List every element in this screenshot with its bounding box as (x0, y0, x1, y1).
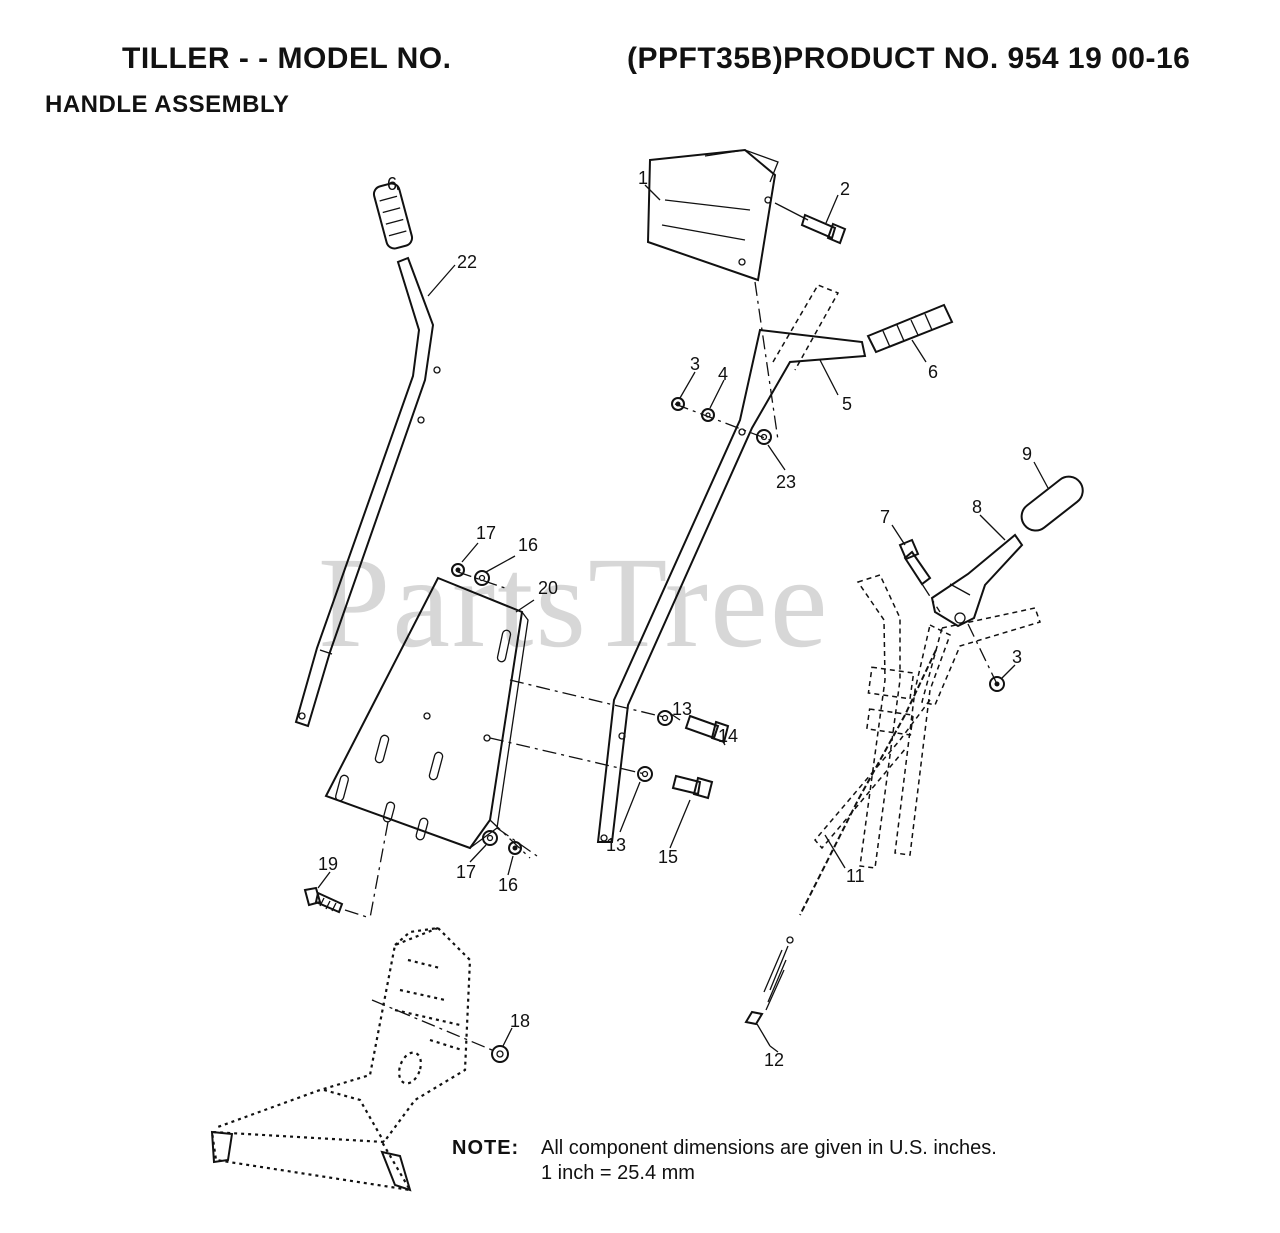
control-handle-11 (814, 574, 1041, 869)
hardware-3-4-23 (671, 281, 779, 445)
bolt-19 (303, 886, 344, 914)
lever-8 (930, 533, 1024, 628)
callouts: 6 22 1 2 3 4 5 6 23 9 8 7 3 11 12 13 14 … (318, 168, 1032, 1070)
callout-15: 15 (658, 847, 678, 867)
callout-9: 9 (1022, 444, 1032, 464)
callout-13-top: 13 (672, 699, 692, 719)
note-line-1: All component dimensions are given in U.… (541, 1137, 997, 1159)
bolt-2 (774, 202, 847, 245)
nut-18 (371, 999, 509, 1063)
leader-lines (317, 184, 1049, 1053)
callout-17-top: 17 (476, 523, 496, 543)
left-handle-tube (294, 256, 435, 728)
handle-panel (324, 571, 669, 919)
callout-6-right: 6 (928, 362, 938, 382)
tine-shield-base (210, 926, 472, 1192)
note-line-2: 1 inch = 25.4 mm (541, 1162, 695, 1184)
callout-1: 1 (638, 168, 648, 188)
right-grip (866, 303, 954, 354)
nut-3-right (967, 623, 1005, 692)
callout-6-left: 6 (387, 174, 397, 194)
left-grip (372, 182, 414, 250)
bolt-7 (898, 538, 941, 613)
main-handle-assembly (596, 284, 954, 843)
hardware-13-15 (637, 766, 714, 800)
main-handle-tube (596, 328, 867, 843)
page-subtitle: HANDLE ASSEMBLY (45, 91, 290, 118)
callout-3-right: 3 (1012, 647, 1022, 667)
lever-grip-9 (1020, 475, 1084, 532)
callout-23: 23 (776, 472, 796, 492)
callout-8: 8 (972, 497, 982, 517)
callout-3-top: 3 (690, 354, 700, 374)
page-title-right: (PPFT35B)PRODUCT NO. 954 19 00-16 (627, 42, 1191, 75)
callout-16-top: 16 (518, 535, 538, 555)
watermark-logo: PartsTree (318, 531, 830, 675)
hardware-13-14 (657, 710, 730, 744)
page-title-left: TILLER - - MODEL NO. (122, 42, 452, 75)
callout-17-bottom: 17 (456, 862, 476, 882)
hardware-16-17-top (451, 563, 490, 586)
note-label: NOTE: (452, 1137, 520, 1159)
callout-13-bottom: 13 (606, 835, 626, 855)
callout-18: 18 (510, 1011, 530, 1031)
callout-19: 19 (318, 854, 338, 874)
callout-16-bottom: 16 (498, 875, 518, 895)
hardware-16-17-bottom (482, 830, 522, 855)
callout-14: 14 (718, 726, 738, 746)
callout-11: 11 (846, 866, 865, 886)
callout-22: 22 (457, 252, 477, 272)
callout-20: 20 (538, 578, 558, 598)
callout-2: 2 (840, 179, 850, 199)
callout-4: 4 (718, 364, 728, 384)
callout-5: 5 (842, 394, 852, 414)
top-bracket (646, 148, 779, 282)
callout-12: 12 (764, 1050, 784, 1070)
left-handle-assembly (294, 182, 441, 728)
callout-7: 7 (880, 507, 890, 527)
shift-lever-assembly (744, 475, 1084, 1047)
cable-12 (744, 649, 937, 1047)
